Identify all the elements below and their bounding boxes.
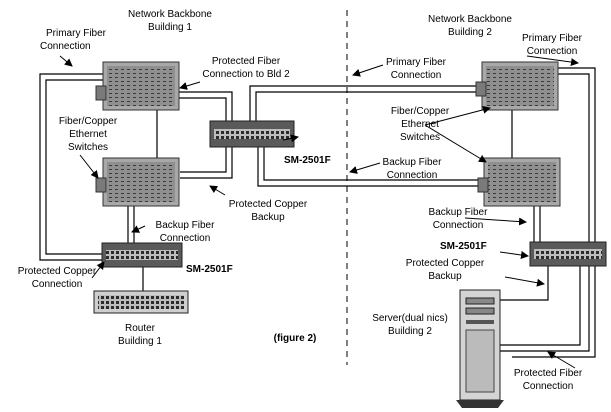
backup-fiber-left-line2: Connection: [160, 233, 211, 244]
protected-fiber-conn-right-line1: Protected Fiber: [514, 368, 583, 379]
sm-2501f-left-device: [101, 242, 183, 268]
backbone1-line1: Network Backbone: [128, 9, 212, 20]
rack-switch-bld1-top: [95, 61, 180, 111]
primary-fiber-right-line1: Primary Fiber: [522, 33, 583, 44]
router-line2: Building 1: [118, 336, 162, 347]
primary-fiber-mid-line2: Connection: [391, 70, 442, 81]
protected-copper-backup-right-line1: Protected Copper: [406, 258, 485, 269]
primary-fiber-right-line2: Connection: [527, 46, 578, 57]
protected-copper-backup-right-line2: Backup: [428, 271, 462, 282]
figure-caption: (figure 2): [274, 333, 317, 344]
router-line1: Router: [125, 323, 156, 334]
switches-left-line3: Switches: [68, 142, 108, 153]
router-device: [93, 290, 189, 314]
rack-switch-bld2-bottom: [477, 157, 561, 207]
protected-copper-conn-line2: Connection: [32, 279, 83, 290]
protected-fiber-bld2-line1: Protected Fiber: [212, 56, 281, 67]
server-device: [456, 289, 504, 408]
sm-2501f-top-label: SM-2501F: [284, 155, 331, 166]
protected-copper-backup-left-line2: Backup: [251, 212, 285, 223]
server-line2: Building 2: [388, 326, 432, 337]
arrows: [59, 55, 579, 369]
sm-2501f-left-label: SM-2501F: [186, 264, 233, 275]
primary-fiber-left-line1: Primary Fiber: [46, 28, 107, 39]
rack-switch-bld1-bottom: [95, 157, 180, 207]
rack-switch-bld2-top: [475, 61, 559, 111]
switches-left-line1: Fiber/Copper: [59, 116, 118, 127]
switches-left-line2: Ethernet: [69, 129, 107, 140]
backup-fiber-right-line1: Backup Fiber: [429, 207, 489, 218]
protected-copper-backup-left-line1: Protected Copper: [229, 199, 308, 210]
primary-fiber-mid-line1: Primary Fiber: [386, 57, 447, 68]
backup-fiber-right-line2: Connection: [433, 220, 484, 231]
sm-2501f-right-device: [529, 241, 607, 267]
backup-fiber-mid-line2: Connection: [387, 170, 438, 181]
cables: [39, 67, 596, 358]
backbone1-line2: Building 1: [148, 22, 192, 33]
switches-right-line1: Fiber/Copper: [391, 106, 450, 117]
primary-fiber-left-line2: Connection: [40, 41, 91, 52]
backup-fiber-left-line1: Backup Fiber: [156, 220, 216, 231]
switches-right-line2: Ethernet: [401, 119, 439, 130]
protected-fiber-bld2-line2: Connection to Bld 2: [202, 69, 290, 80]
server-line1: Server(dual nics): [372, 313, 448, 324]
protected-copper-conn-line1: Protected Copper: [18, 266, 97, 277]
backup-fiber-mid-line1: Backup Fiber: [383, 157, 443, 168]
backbone2-line2: Building 2: [448, 27, 492, 38]
sm-2501f-right-label: SM-2501F: [440, 241, 487, 252]
backbone2-line1: Network Backbone: [428, 14, 512, 25]
switches-right-line3: Switches: [400, 132, 440, 143]
protected-fiber-conn-right-line2: Connection: [523, 381, 574, 392]
sm-2501f-top-device: [209, 120, 295, 148]
